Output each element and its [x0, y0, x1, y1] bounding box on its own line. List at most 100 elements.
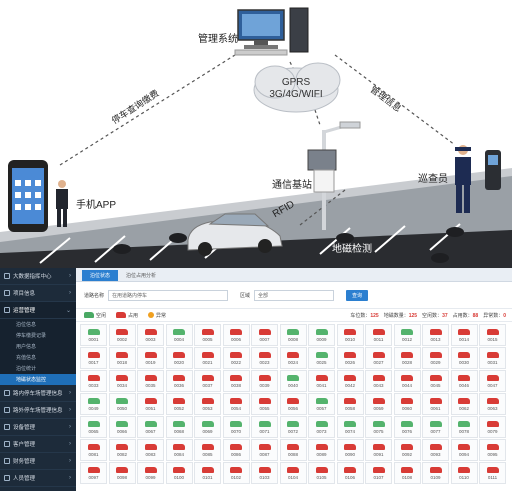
berth-slot[interactable]: 0043 [365, 370, 392, 392]
sidebar-item-finance[interactable]: 财务管理 › [0, 453, 76, 470]
berth-slot[interactable]: 0011 [365, 324, 392, 346]
berth-slot[interactable]: 0010 [336, 324, 364, 346]
berth-slot[interactable]: 0097 [80, 462, 107, 484]
berth-slot[interactable]: 0068 [165, 416, 193, 438]
berth-slot[interactable]: 0040 [279, 370, 307, 392]
berth-slot[interactable]: 0036 [165, 370, 193, 392]
berth-slot[interactable]: 0041 [308, 370, 335, 392]
berth-slot[interactable]: 0008 [279, 324, 307, 346]
berth-slot[interactable]: 0015 [479, 324, 506, 346]
berth-slot[interactable]: 0019 [137, 347, 164, 369]
berth-slot[interactable]: 0103 [251, 462, 278, 484]
berth-slot[interactable]: 0091 [365, 439, 392, 461]
berth-slot[interactable]: 0082 [108, 439, 136, 461]
berth-slot[interactable]: 0034 [108, 370, 136, 392]
berth-slot[interactable]: 0017 [80, 347, 107, 369]
berth-slot[interactable]: 0065 [80, 416, 107, 438]
berth-slot[interactable]: 0007 [251, 324, 278, 346]
berth-slot[interactable]: 0037 [194, 370, 221, 392]
berth-slot[interactable]: 0026 [336, 347, 364, 369]
berth-slot[interactable]: 0063 [479, 393, 506, 415]
berth-slot[interactable]: 0006 [222, 324, 250, 346]
berth-slot[interactable]: 0025 [308, 347, 335, 369]
berth-slot[interactable]: 0071 [251, 416, 278, 438]
berth-slot[interactable]: 0083 [137, 439, 164, 461]
berth-slot[interactable]: 0073 [308, 416, 335, 438]
berth-slot[interactable]: 0084 [165, 439, 193, 461]
berth-slot[interactable]: 0054 [222, 393, 250, 415]
berth-slot[interactable]: 0078 [450, 416, 478, 438]
berth-slot[interactable]: 0028 [393, 347, 421, 369]
berth-slot[interactable]: 0106 [336, 462, 364, 484]
berth-slot[interactable]: 0049 [80, 393, 107, 415]
berth-slot[interactable]: 0070 [222, 416, 250, 438]
berth-slot[interactable]: 0066 [108, 416, 136, 438]
berth-slot[interactable]: 0060 [393, 393, 421, 415]
tab-berth-occupancy[interactable]: 泊位占用分析 [126, 273, 157, 279]
berth-slot[interactable]: 0074 [336, 416, 364, 438]
berth-slot[interactable]: 0075 [365, 416, 392, 438]
berth-slot[interactable]: 0004 [165, 324, 193, 346]
berth-slot[interactable]: 0085 [194, 439, 221, 461]
berth-slot[interactable]: 0013 [422, 324, 449, 346]
berth-slot[interactable]: 0094 [450, 439, 478, 461]
sidebar-item-customers[interactable]: 客户管理 › [0, 436, 76, 453]
sidebar-item-operations[interactable]: 运营管理 ⌄ [0, 302, 76, 319]
submenu-berth-info[interactable]: 泊位信息 [0, 319, 76, 330]
berth-slot[interactable]: 0108 [393, 462, 421, 484]
berth-slot[interactable]: 0050 [108, 393, 136, 415]
submenu-sensor-monitor[interactable]: 地磁状态监控 [0, 374, 76, 385]
berth-slot[interactable]: 0110 [450, 462, 478, 484]
sidebar-item-devices[interactable]: 设备管理 › [0, 419, 76, 436]
berth-slot[interactable]: 0099 [137, 462, 164, 484]
berth-slot[interactable]: 0087 [251, 439, 278, 461]
search-button[interactable]: 查询 [346, 289, 369, 301]
berth-slot[interactable]: 0003 [137, 324, 164, 346]
berth-slot[interactable]: 0030 [450, 347, 478, 369]
road-name-input[interactable]: 在用道路内停车 [108, 289, 229, 301]
berth-slot[interactable]: 0105 [308, 462, 335, 484]
berth-slot[interactable]: 0046 [450, 370, 478, 392]
berth-slot[interactable]: 0021 [194, 347, 221, 369]
berth-slot[interactable]: 0055 [251, 393, 278, 415]
berth-slot[interactable]: 0009 [308, 324, 335, 346]
berth-slot[interactable]: 0059 [365, 393, 392, 415]
sidebar-item-offstreet[interactable]: 路外停车场管理信息 › [0, 402, 76, 419]
berth-slot[interactable]: 0095 [479, 439, 506, 461]
berth-slot[interactable]: 0077 [422, 416, 449, 438]
berth-slot[interactable]: 0051 [137, 393, 164, 415]
berth-slot[interactable]: 0027 [365, 347, 392, 369]
berth-slot[interactable]: 0100 [165, 462, 193, 484]
berth-slot[interactable]: 0098 [108, 462, 136, 484]
tab-berth-status[interactable]: 泊位状态 [82, 270, 119, 281]
berth-slot[interactable]: 0056 [279, 393, 307, 415]
berth-slot[interactable]: 0093 [422, 439, 449, 461]
berth-slot[interactable]: 0052 [165, 393, 193, 415]
submenu-berth-stats[interactable]: 泊位统计 [0, 363, 76, 374]
berth-slot[interactable]: 0076 [393, 416, 421, 438]
berth-slot[interactable]: 0014 [450, 324, 478, 346]
berth-slot[interactable]: 0102 [222, 462, 250, 484]
berth-slot[interactable]: 0038 [222, 370, 250, 392]
berth-slot[interactable]: 0042 [336, 370, 364, 392]
berth-slot[interactable]: 0058 [336, 393, 364, 415]
berth-slot[interactable]: 0079 [479, 416, 506, 438]
berth-slot[interactable]: 0086 [222, 439, 250, 461]
berth-slot[interactable]: 0081 [80, 439, 107, 461]
berth-slot[interactable]: 0005 [194, 324, 221, 346]
area-select[interactable]: 全部 [254, 289, 335, 301]
sidebar-item-staff[interactable]: 人员管理 › [0, 470, 76, 487]
berth-slot[interactable]: 0044 [393, 370, 421, 392]
berth-slot[interactable]: 0045 [422, 370, 449, 392]
berth-slot[interactable]: 0020 [165, 347, 193, 369]
berth-slot[interactable]: 0107 [365, 462, 392, 484]
berth-slot[interactable]: 0067 [137, 416, 164, 438]
berth-slot[interactable]: 0039 [251, 370, 278, 392]
berth-slot[interactable]: 0018 [108, 347, 136, 369]
berth-slot[interactable]: 0022 [222, 347, 250, 369]
berth-slot[interactable]: 0111 [479, 462, 506, 484]
sidebar-item-onstreet[interactable]: 路内停车场管理信息 › [0, 385, 76, 402]
berth-slot[interactable]: 0101 [194, 462, 221, 484]
berth-slot[interactable]: 0053 [194, 393, 221, 415]
berth-slot[interactable]: 0031 [479, 347, 506, 369]
